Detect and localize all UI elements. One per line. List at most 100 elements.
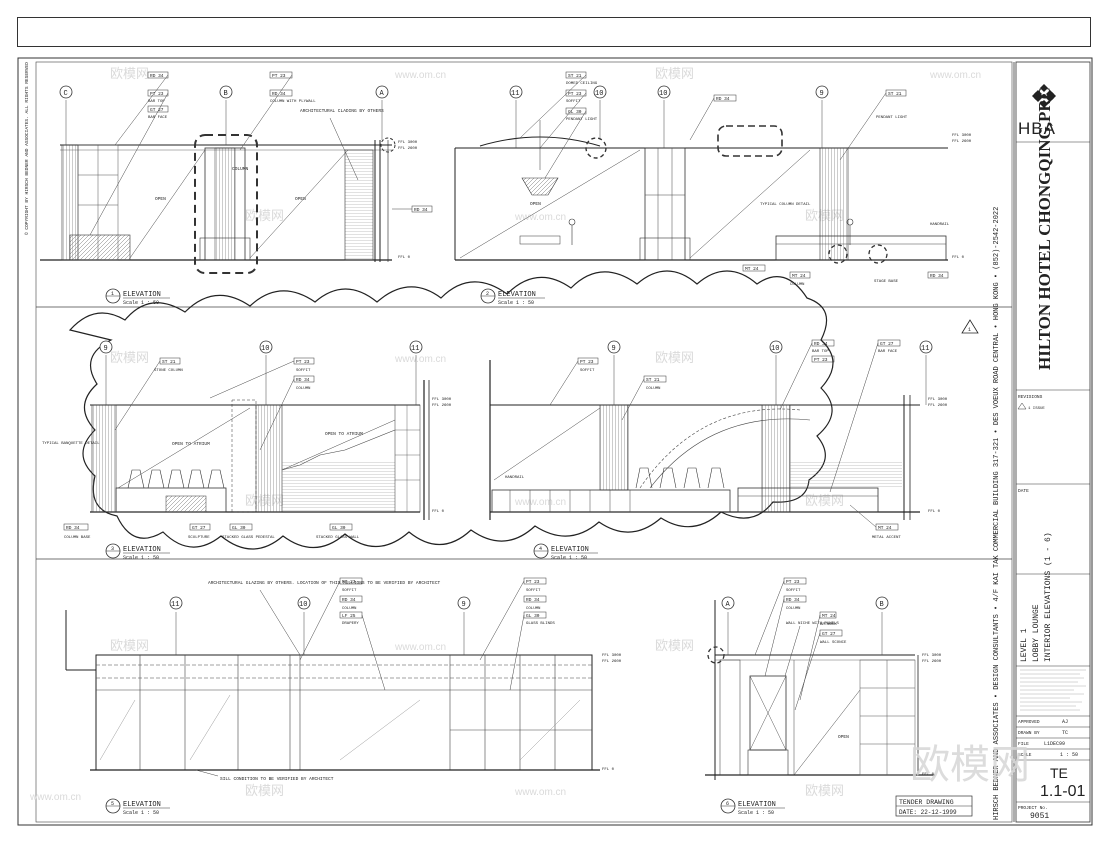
grid-label: 9 xyxy=(104,345,108,353)
svg-text:FFL 3000: FFL 3000 xyxy=(952,134,972,138)
svg-text:FFL 2600: FFL 2600 xyxy=(432,404,452,408)
svg-text:OPEN: OPEN xyxy=(155,196,166,202)
svg-text:L1DEC99: L1DEC99 xyxy=(1044,741,1065,747)
svg-text:欧模网: 欧模网 xyxy=(110,66,149,81)
svg-text:RD 34: RD 34 xyxy=(414,207,428,213)
svg-text:APPROVED: APPROVED xyxy=(1018,719,1040,725)
svg-text:Scale 1 : 50: Scale 1 : 50 xyxy=(551,555,587,561)
grid-label: 11 xyxy=(171,601,179,609)
viewer-top-bar xyxy=(17,17,1091,47)
grid-label: 11 xyxy=(511,90,519,98)
svg-text:Scale 1 : 50: Scale 1 : 50 xyxy=(123,300,159,306)
svg-text:FFL 2600: FFL 2600 xyxy=(922,660,942,664)
svg-text:1 ISSUE: 1 ISSUE xyxy=(1028,407,1045,411)
grid-label: B xyxy=(224,90,228,98)
svg-text:www.om.cn: www.om.cn xyxy=(394,642,446,653)
svg-text:REVISIONS: REVISIONS xyxy=(1018,394,1043,400)
svg-text:STACKED GLASS WALL: STACKED GLASS WALL xyxy=(316,536,360,540)
elevation-5-title: ELEVATION xyxy=(123,801,161,809)
svg-text:ST 21: ST 21 xyxy=(646,377,660,383)
svg-text:COLUMN: COLUMN xyxy=(232,166,249,172)
svg-text:DOMED CEILING: DOMED CEILING xyxy=(566,82,598,86)
svg-text:TYPICAL BANQUETTE DETAIL: TYPICAL BANQUETTE DETAIL xyxy=(42,442,100,446)
elevation-3: 9 10 11 ST 21 STONE COLUMN PT 23 SOFFIT … xyxy=(42,340,452,561)
hba-logo-icon xyxy=(1032,84,1056,108)
svg-text:FFL 2600: FFL 2600 xyxy=(928,404,948,408)
grid-label: 10 xyxy=(595,90,603,98)
svg-text:GL 30: GL 30 xyxy=(332,525,346,531)
svg-text:ARCHITECTURAL GLAZING BY OTHER: ARCHITECTURAL GLAZING BY OTHERS. LOCATIO… xyxy=(208,580,441,586)
sheet-outer-border xyxy=(17,57,1093,826)
svg-text:WALL SCONCE: WALL SCONCE xyxy=(820,641,847,645)
project-name: HILTON HOTEL CHONGQING,PRC xyxy=(1035,87,1054,370)
elevation-4-title: ELEVATION xyxy=(551,546,589,554)
svg-text:ARTWORK: ARTWORK xyxy=(820,623,837,627)
elevation-3-title: ELEVATION xyxy=(123,546,161,554)
svg-text:MT 24: MT 24 xyxy=(878,525,892,531)
svg-text:ST 21: ST 21 xyxy=(568,73,582,79)
svg-text:DRAWN BY: DRAWN BY xyxy=(1018,730,1040,736)
svg-text:1: 1 xyxy=(968,327,971,333)
svg-text:GL 30: GL 30 xyxy=(568,109,582,115)
project-number: 9051 xyxy=(1030,812,1049,821)
grid-label: A xyxy=(380,90,385,98)
svg-text:欧模网: 欧模网 xyxy=(805,783,844,798)
svg-text:SCULPTURE: SCULPTURE xyxy=(188,536,210,540)
svg-text:ST 21: ST 21 xyxy=(162,359,176,365)
svg-text:www.om.cn: www.om.cn xyxy=(514,787,566,798)
svg-text:PT 23: PT 23 xyxy=(526,579,540,585)
grid-label: 11 xyxy=(411,345,419,353)
svg-text:DATE: DATE xyxy=(1018,488,1029,494)
svg-text:DRAPERY: DRAPERY xyxy=(342,622,359,626)
svg-text:TYPICAL COLUMN DETAIL: TYPICAL COLUMN DETAIL xyxy=(760,203,811,207)
svg-text:欧模网: 欧模网 xyxy=(110,638,149,653)
svg-text:SILL CONDITION TO BE VERIFIED: SILL CONDITION TO BE VERIFIED BY ARCHITE… xyxy=(220,776,334,782)
grid-label: 10 xyxy=(261,345,269,353)
svg-text:FFL 2600: FFL 2600 xyxy=(952,140,972,144)
svg-text:COLUMN: COLUMN xyxy=(786,607,801,611)
svg-text:Scale 1 : 50: Scale 1 : 50 xyxy=(123,810,159,816)
svg-text:欧模网: 欧模网 xyxy=(245,783,284,798)
svg-text:RD 34: RD 34 xyxy=(526,597,540,603)
svg-text:GT 27: GT 27 xyxy=(192,525,206,531)
svg-text:PT 23: PT 23 xyxy=(150,91,164,97)
tender-stamp: TENDER DRAWING DATE: 22-12-1999 xyxy=(895,795,973,817)
elevation-6: A B PT 23 SOFFIT RD 34 COLUMN WALL NICHE… xyxy=(705,577,942,816)
svg-text:FFL 3000: FFL 3000 xyxy=(602,654,622,658)
svg-text:OPEN: OPEN xyxy=(838,734,849,740)
grid-label: 11 xyxy=(921,345,929,353)
grid-label: C xyxy=(64,90,68,98)
svg-text:RD 34: RD 34 xyxy=(814,341,828,347)
svg-text:欧模网: 欧模网 xyxy=(655,66,694,81)
svg-text:PT 23: PT 23 xyxy=(814,357,828,363)
svg-text:www.om.cn: www.om.cn xyxy=(514,212,566,223)
svg-text:FFL 2600: FFL 2600 xyxy=(602,660,622,664)
svg-text:欧模网: 欧模网 xyxy=(805,493,844,508)
svg-text:PT 23: PT 23 xyxy=(296,359,310,365)
svg-text:OPEN TO ATRIUM: OPEN TO ATRIUM xyxy=(172,441,210,447)
svg-text:RD 34: RD 34 xyxy=(342,597,356,603)
svg-text:SOFFIT: SOFFIT xyxy=(526,589,541,593)
svg-text:MT 24: MT 24 xyxy=(792,273,806,279)
grid-label: 10 xyxy=(299,601,307,609)
svg-text:欧模网: 欧模网 xyxy=(655,638,694,653)
svg-text:Scale 1 : 50: Scale 1 : 50 xyxy=(738,810,774,816)
svg-text:GLASS BLINDS: GLASS BLINDS xyxy=(526,622,555,626)
svg-text:WALL NICHE WITH PANELS: WALL NICHE WITH PANELS xyxy=(786,622,839,626)
svg-text:PT 23: PT 23 xyxy=(568,91,582,97)
sheet-title-area: LOBBY LOUNGE xyxy=(1032,604,1041,662)
svg-text:STAGE BASE: STAGE BASE xyxy=(874,280,899,284)
title-block: HIRSCH BEDNER AND ASSOCIATES • DESIGN CO… xyxy=(993,61,1091,823)
svg-text:www.om.cn: www.om.cn xyxy=(394,70,446,81)
svg-text:FFL 0: FFL 0 xyxy=(928,510,941,514)
elevation-6-title: ELEVATION xyxy=(738,801,776,809)
elevation-4: 9 10 11 PT 23 SOFFIT ST 21 COLUMN RD 34 … xyxy=(489,339,948,561)
svg-text:Scale 1 : 50: Scale 1 : 50 xyxy=(123,555,159,561)
svg-text:FFL 3000: FFL 3000 xyxy=(928,398,948,402)
svg-text:GT 27: GT 27 xyxy=(822,631,836,637)
svg-text:PENDANT LIGHT: PENDANT LIGHT xyxy=(566,118,598,122)
svg-text:BAR FACE: BAR FACE xyxy=(878,350,898,354)
svg-text:2: 2 xyxy=(486,291,489,297)
svg-text:FFL 3000: FFL 3000 xyxy=(922,654,942,658)
